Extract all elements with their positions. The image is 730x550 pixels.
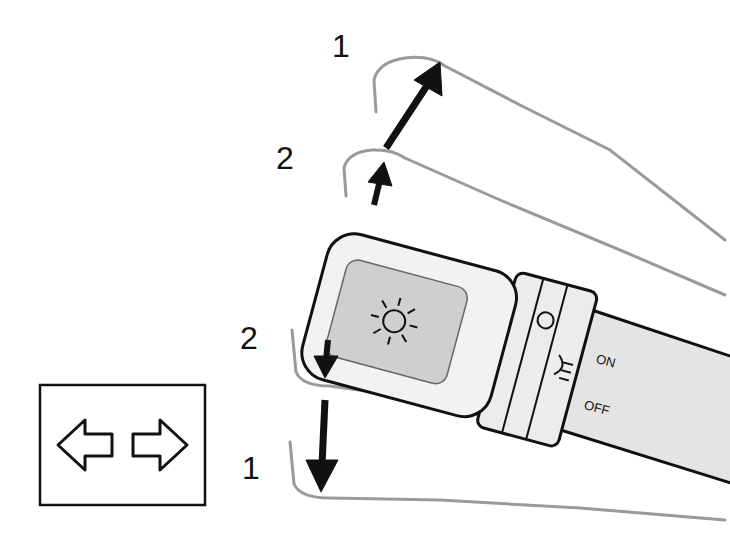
lever-button (323, 257, 470, 386)
turn-signal-lever (294, 223, 730, 499)
turn-signal-symbol (40, 385, 205, 505)
light-symbol (365, 292, 424, 351)
lever-cap (296, 228, 523, 423)
movement-arrows (306, 62, 442, 492)
callout-number: 2 (240, 322, 258, 354)
callout-number: 1 (332, 30, 350, 62)
callout-number: 2 (276, 142, 294, 174)
position-1-up (374, 57, 725, 240)
callout-number: 1 (242, 452, 260, 484)
